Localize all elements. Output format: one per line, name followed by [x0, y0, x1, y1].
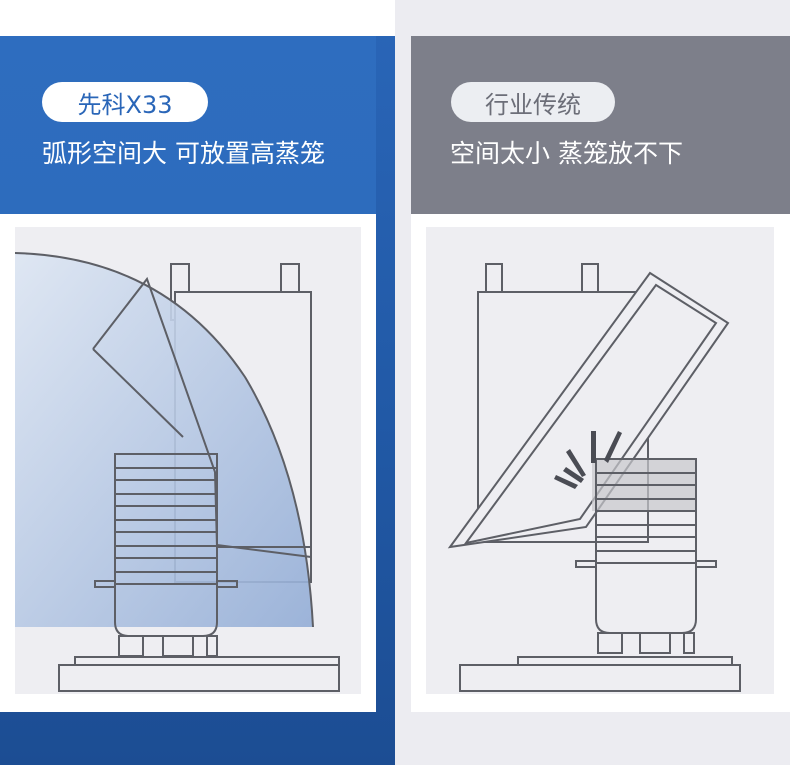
arc-hood-with-tall-steamer-icon	[15, 227, 361, 694]
feature-text: 弧形空间大 可放置高蒸笼	[42, 139, 325, 168]
comparison-panel-xianke: 先科X33 弧形空间大 可放置高蒸笼	[0, 36, 376, 712]
product-badge: 先科X33	[42, 82, 208, 122]
panel-header: 行业传统 空间太小 蒸笼放不下	[411, 36, 790, 214]
left-top-strip	[0, 0, 395, 36]
traditional-hood-blocked-steamer-icon	[426, 227, 774, 694]
feature-text: 空间太小 蒸笼放不下	[450, 139, 683, 168]
industry-badge: 行业传统	[451, 82, 615, 122]
panel-header: 先科X33 弧形空间大 可放置高蒸笼	[0, 36, 376, 214]
comparison-panel-traditional: 行业传统 空间太小 蒸笼放不下	[411, 36, 790, 712]
